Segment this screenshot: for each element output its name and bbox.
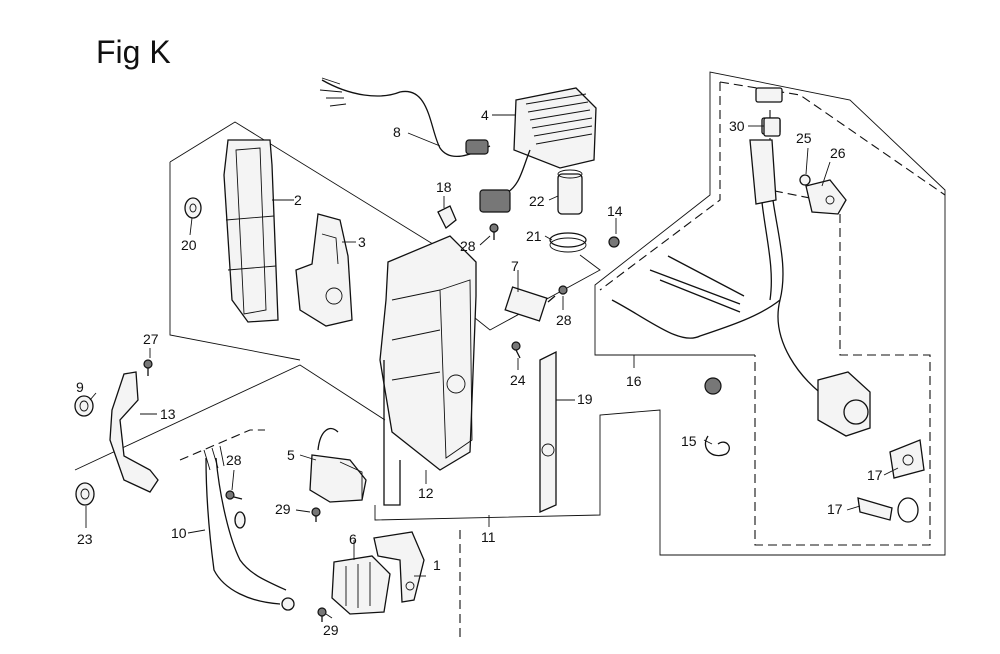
callout-27: 27 bbox=[143, 331, 159, 347]
washer-part-25 bbox=[799, 174, 811, 186]
callout-3: 3 bbox=[358, 234, 366, 250]
bolt-hole-26 bbox=[825, 195, 835, 205]
callout-14: 14 bbox=[607, 203, 623, 219]
control-box-part-12 bbox=[379, 235, 477, 506]
callout-20: 20 bbox=[181, 237, 197, 253]
callout-23: 23 bbox=[77, 531, 93, 547]
callout-8: 8 bbox=[393, 124, 401, 140]
cylinder-part-22 bbox=[557, 169, 583, 215]
screw-part-28-upper bbox=[489, 223, 499, 240]
cover-part-2 bbox=[223, 139, 279, 323]
callout-13: 13 bbox=[160, 406, 176, 422]
callout-18: 18 bbox=[436, 179, 452, 195]
screw-part-28-lower bbox=[225, 490, 243, 500]
callout-19: 19 bbox=[577, 391, 593, 407]
callout-29-upper: 29 bbox=[275, 501, 291, 517]
screw-part-29-upper bbox=[311, 507, 321, 522]
frame-group-outline bbox=[374, 71, 946, 556]
callout-17-upper: 17 bbox=[867, 467, 883, 483]
callout-24: 24 bbox=[510, 372, 526, 388]
callout-15: 15 bbox=[681, 433, 697, 449]
callout-28-upper: 28 bbox=[460, 238, 476, 254]
callout-9: 9 bbox=[76, 379, 84, 395]
screw-part-29-lower bbox=[317, 607, 327, 622]
holder-bracket-part-3 bbox=[295, 213, 353, 327]
callout-22: 22 bbox=[529, 193, 545, 209]
callout-30: 30 bbox=[729, 118, 745, 134]
callout-labels: 1 2 3 4 5 6 7 8 9 10 11 12 13 14 15 16 1… bbox=[76, 107, 883, 638]
fuse-holder-part-30 bbox=[763, 117, 781, 137]
rectifier-part-6 bbox=[331, 555, 391, 615]
regulator-part-4 bbox=[479, 87, 597, 213]
grommet-part-9 bbox=[74, 395, 94, 417]
callout-1: 1 bbox=[433, 557, 441, 573]
callout-7: 7 bbox=[511, 258, 519, 274]
control-box-group-lower bbox=[169, 162, 301, 361]
callout-10: 10 bbox=[171, 525, 187, 541]
callout-16: 16 bbox=[626, 373, 642, 389]
bracket-group-line bbox=[74, 364, 386, 471]
callout-28-right: 28 bbox=[556, 312, 572, 328]
callout-25: 25 bbox=[796, 130, 812, 146]
harness-group-dashed-4 bbox=[769, 110, 821, 201]
left-dashed-line bbox=[179, 429, 265, 461]
callout-12: 12 bbox=[418, 485, 434, 501]
harness-group-dashed bbox=[599, 82, 721, 291]
grommet-part-23 bbox=[75, 482, 95, 506]
figure-title: Fig K bbox=[96, 34, 171, 70]
callout-5: 5 bbox=[287, 447, 295, 463]
harness-group-dashed-2 bbox=[719, 81, 946, 196]
plate-part-19 bbox=[539, 350, 557, 513]
group-boundaries bbox=[74, 71, 946, 640]
callout-21: 21 bbox=[526, 228, 542, 244]
callout-26: 26 bbox=[830, 145, 846, 161]
callout-2: 2 bbox=[294, 192, 302, 208]
callout-11: 11 bbox=[481, 529, 496, 545]
key-part-17-upper bbox=[889, 439, 925, 479]
callout-29-lower: 29 bbox=[323, 622, 339, 638]
screw-part-28-right bbox=[547, 285, 568, 303]
harness-group-dashed-3 bbox=[754, 200, 931, 546]
callout-17-lower: 17 bbox=[827, 501, 843, 517]
callout-6: 6 bbox=[349, 531, 357, 547]
clip-part-18 bbox=[437, 205, 457, 230]
wire-part-10 bbox=[203, 445, 295, 611]
nut-part-14 bbox=[608, 236, 620, 248]
clamp-part-15 bbox=[704, 435, 730, 457]
screw-part-27 bbox=[143, 359, 153, 376]
key-switch bbox=[817, 371, 871, 437]
callout-28-lower: 28 bbox=[226, 452, 242, 468]
leader-lines bbox=[85, 114, 899, 619]
bracket-part-1 bbox=[373, 531, 425, 603]
callout-4: 4 bbox=[481, 107, 489, 123]
bracket-part-13 bbox=[109, 371, 159, 493]
module-part-5 bbox=[309, 427, 367, 503]
screw-part-24 bbox=[511, 341, 521, 359]
key-part-17-lower bbox=[857, 497, 919, 523]
grommet-part-20 bbox=[184, 197, 202, 219]
wire-part-8 bbox=[319, 77, 491, 158]
bracket-part-26 bbox=[805, 179, 847, 215]
plate-part-7 bbox=[504, 286, 548, 322]
band-part-21 bbox=[549, 232, 587, 253]
grommet-unlabeled bbox=[704, 377, 722, 395]
